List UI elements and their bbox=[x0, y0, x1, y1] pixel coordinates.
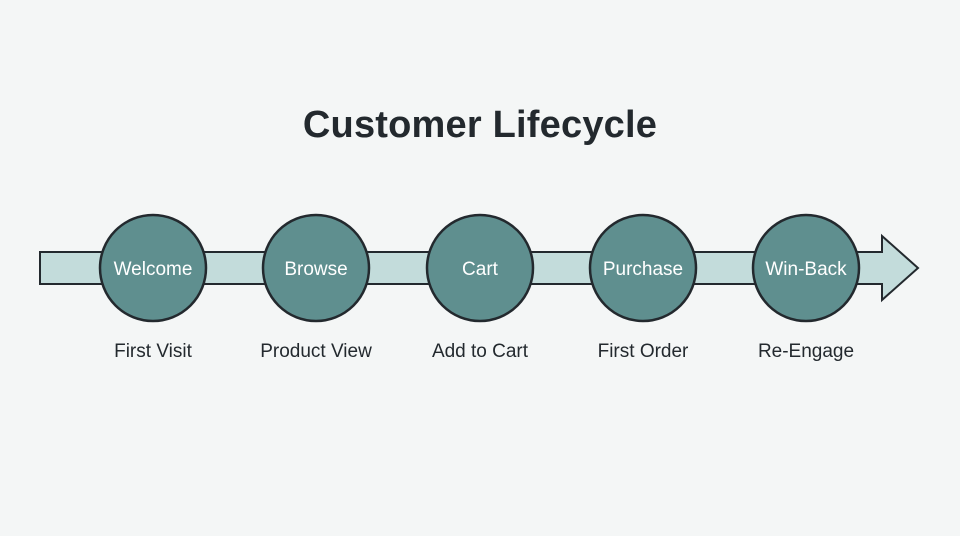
stage-circle bbox=[261, 213, 371, 323]
stage-node-purchase: Purchase bbox=[588, 213, 698, 323]
stage-label-win-back: Win-Back bbox=[765, 259, 847, 280]
stage-label-welcome: Welcome bbox=[114, 259, 193, 280]
stage-caption-browse: Product View bbox=[260, 341, 372, 362]
stage-circle bbox=[98, 213, 208, 323]
stage-circle bbox=[751, 213, 861, 323]
stage-caption-win-back: Re-Engage bbox=[757, 341, 855, 362]
stage-node-welcome: Welcome bbox=[98, 213, 208, 323]
stage-circle bbox=[425, 213, 535, 323]
page-title: Customer Lifecycle bbox=[302, 104, 658, 146]
stage-node-browse: Browse bbox=[261, 213, 371, 323]
stage-node-win-back: Win-Back bbox=[751, 213, 861, 323]
stage-label-purchase: Purchase bbox=[603, 259, 683, 280]
stage-label-cart: Cart bbox=[462, 259, 499, 280]
stage-caption-cart: Add to Cart bbox=[431, 341, 529, 362]
stage-label-browse: Browse bbox=[284, 259, 347, 280]
stage-caption-purchase: First Order bbox=[597, 341, 689, 362]
stage-circle bbox=[588, 213, 698, 323]
stage-node-cart: Cart bbox=[425, 213, 535, 323]
stage-caption-welcome: First Visit bbox=[114, 341, 192, 362]
